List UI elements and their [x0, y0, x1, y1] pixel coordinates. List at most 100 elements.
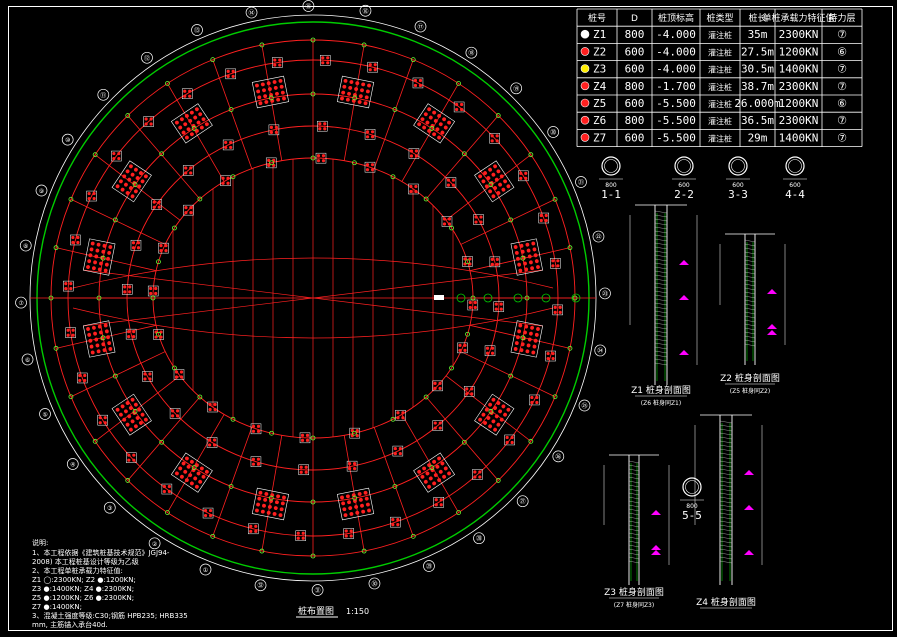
pile-layout-plan: [29, 14, 597, 582]
table-cell: 灌注桩: [708, 47, 732, 57]
grid-joint: [520, 335, 526, 341]
grid-joint: [423, 196, 429, 202]
table-cell: 800: [625, 114, 645, 127]
table-cell: ⑦: [837, 131, 847, 144]
pile-cap: [182, 165, 194, 176]
axis-label-bubble: [423, 560, 435, 572]
table-cell: 灌注桩: [708, 82, 732, 92]
pile-cap: [319, 55, 331, 66]
axis-label: ㉛: [315, 586, 321, 594]
axis-label: ㉖: [555, 453, 561, 461]
pile-cluster: [413, 103, 456, 144]
pile-cap: [225, 68, 236, 80]
grid-joint: [100, 335, 106, 341]
table-cell: ⑦: [837, 28, 847, 41]
grid-joint: [488, 182, 494, 188]
radial-axis: [343, 44, 365, 161]
grid-joint: [197, 394, 203, 400]
table-cell: 800: [625, 80, 645, 93]
pile-cap: [504, 434, 515, 446]
grid-joint: [495, 113, 501, 118]
axis-label-bubble: [19, 239, 32, 252]
radial-axis: [167, 83, 225, 182]
table-cell: -1.700: [656, 80, 696, 93]
axis-label-bubble: [191, 24, 203, 36]
table-cell: 灌注桩: [708, 133, 732, 143]
axis-label-bubble: [594, 344, 607, 357]
axis-label-bubble: [592, 230, 605, 243]
grid-joint: [125, 478, 131, 483]
axis-label: ㉓: [602, 290, 608, 298]
table-cell: Z6: [593, 114, 606, 127]
grid-joint: [567, 345, 573, 351]
pile-cluster: [474, 393, 515, 436]
table-cell: 600: [625, 45, 645, 58]
grid-joint: [352, 430, 357, 436]
radial-axis: [261, 44, 283, 161]
grid-joint: [310, 435, 316, 441]
table-cell: 30.5m: [741, 63, 774, 76]
pile-cap: [489, 256, 501, 268]
grid-joint: [259, 548, 265, 554]
grid-joint: [159, 151, 165, 157]
pile-cap: [126, 452, 137, 463]
radial-axis: [445, 154, 532, 221]
grid-joint: [210, 57, 216, 63]
grid-joint: [461, 439, 467, 445]
radial-axis: [212, 427, 253, 537]
table-cell: 1200KN: [779, 45, 819, 58]
grid-joint: [150, 295, 156, 301]
grid-joint: [567, 245, 573, 251]
axis-label-bubble: [245, 6, 258, 19]
table-header: 单桩承载力特征值: [762, 12, 834, 24]
table-cell: 1400KN: [779, 131, 819, 144]
notes-heading: 说明:: [32, 538, 48, 547]
section-circle: [785, 156, 805, 176]
grid-joint: [132, 408, 138, 414]
grid-joint: [488, 408, 494, 414]
pile-cap: [272, 57, 283, 68]
axis-label: ⑧: [23, 243, 28, 250]
axis-label-bubble: [359, 4, 372, 17]
pile-cap: [453, 101, 465, 113]
section-circle: [728, 156, 748, 176]
pile-cap: [545, 350, 556, 362]
notes-block: 说明: 1、本工程依据《建筑桩基技术规范》JGJ94- 2008) 本工程桩基设…: [32, 538, 188, 629]
grid-joint: [465, 331, 470, 337]
grid-joint: [352, 495, 358, 501]
grid-joint: [524, 295, 530, 301]
pile-cap: [151, 199, 163, 210]
pile-cap: [408, 148, 420, 159]
grid-joint: [508, 373, 514, 379]
grid-joint: [528, 152, 534, 158]
radial-axis: [445, 375, 532, 442]
pile-cap: [295, 530, 307, 541]
table-cell: 灌注桩: [708, 65, 732, 75]
axis-label: ㉗: [520, 498, 526, 506]
pile-cap: [130, 239, 142, 251]
pile-legend-marker: [580, 133, 590, 142]
grid-joint: [449, 225, 454, 231]
pile-cluster: [170, 103, 213, 144]
pile-cluster: [251, 487, 290, 521]
axis-label-bubble: [61, 133, 74, 146]
axis-label: ⑲: [513, 85, 519, 93]
axis-label-bubble: [254, 579, 267, 592]
pile-cap: [472, 469, 483, 480]
detail-title: Z4 桩身剖面图: [696, 596, 756, 608]
radial-axis: [373, 427, 414, 537]
axis-bubble: [513, 293, 523, 303]
notes-line: 2008) 本工程桩基设计等级为乙级: [32, 557, 139, 566]
grid-joint: [53, 345, 59, 351]
pile-cap: [65, 327, 76, 338]
pile-cluster: [111, 393, 152, 436]
section-dim: 800: [686, 503, 698, 510]
pile-cap: [63, 280, 74, 292]
table-cell: ⑥: [837, 97, 847, 110]
pile-cap: [298, 464, 309, 476]
pile-cap: [550, 258, 561, 269]
grid-joint: [165, 81, 170, 86]
table-cell: 38.7m: [741, 80, 774, 93]
